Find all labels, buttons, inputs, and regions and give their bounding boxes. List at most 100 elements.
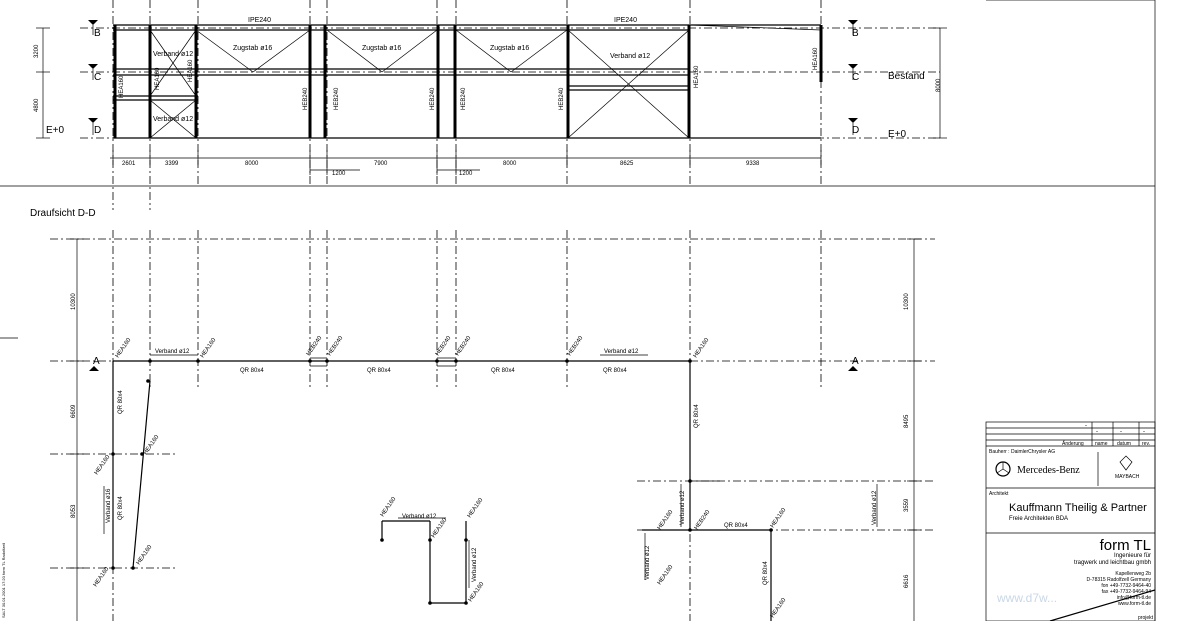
projekt-label: projekt bbox=[1138, 615, 1154, 621]
mercedes-logo-text: Mercedes-Benz bbox=[1017, 465, 1080, 476]
plan-dim: 8053 bbox=[71, 504, 77, 518]
architect-sub: Freie Architekten BDA bbox=[1009, 516, 1068, 522]
member-label: HEA160 bbox=[115, 337, 133, 359]
member-label: Verband ø16 bbox=[106, 488, 112, 523]
member-label: HEB240 bbox=[567, 335, 585, 357]
member-label: HEA160 bbox=[770, 597, 788, 619]
span-dim: 8000 bbox=[503, 161, 517, 167]
plan-dim: 8495 bbox=[904, 414, 910, 428]
engineer-desc: Ingenieure für bbox=[1114, 553, 1151, 559]
member-label: HEA160 bbox=[657, 509, 675, 531]
member-label: QR 80x4 bbox=[763, 561, 769, 585]
beam-label: IPE240 bbox=[614, 17, 637, 24]
qr-label: QR 80x4 bbox=[603, 368, 627, 374]
member-label: QR 80x4 bbox=[724, 523, 748, 529]
qr-label: QR 80x4 bbox=[491, 368, 515, 374]
address-line: info@form-tl.de bbox=[1117, 595, 1151, 601]
level-mark: D bbox=[852, 125, 859, 136]
member-label: HEA160 bbox=[467, 497, 485, 519]
plan-dim: 10300 bbox=[904, 293, 910, 310]
member-label: HEA160 bbox=[200, 337, 218, 359]
column-label: HEA160 bbox=[813, 47, 819, 70]
bay-label: Verband ø12 bbox=[153, 51, 193, 58]
height-dim: 3200 bbox=[34, 44, 40, 58]
watermark: www.d7w... bbox=[996, 591, 1057, 605]
level-mark: D bbox=[94, 125, 101, 136]
plan-dim: 3559 bbox=[904, 498, 910, 512]
revision-header: name bbox=[1095, 441, 1108, 447]
column-label: HEB240 bbox=[303, 87, 309, 110]
member-label: QR 80x4 bbox=[118, 496, 124, 520]
member-label: HEA160 bbox=[93, 566, 111, 588]
member-label: Verband ø12 bbox=[402, 514, 437, 520]
section-mark: A bbox=[93, 356, 100, 367]
revision-dash: - bbox=[1085, 423, 1087, 429]
member-label: Verband ø12 bbox=[680, 490, 686, 525]
member-label: Verband ø12 bbox=[472, 547, 478, 582]
qr-label: QR 80x4 bbox=[367, 368, 391, 374]
revision-dash: - bbox=[1096, 429, 1098, 435]
member-label: HEA160 bbox=[136, 544, 154, 566]
revision-header: Änderung bbox=[1062, 440, 1084, 447]
revision-header: datum bbox=[1117, 441, 1131, 447]
span-dim: 3399 bbox=[165, 161, 179, 167]
member-label: Verband ø12 bbox=[155, 349, 190, 355]
member-label: HEB240 bbox=[694, 509, 712, 531]
revision-dash: - bbox=[1143, 429, 1145, 435]
elevation-view bbox=[36, 0, 947, 210]
bay-label: Zugstab ø16 bbox=[233, 45, 272, 52]
level-mark: B bbox=[852, 28, 859, 39]
address-line: D-78315 Radolfzell Germany bbox=[1087, 577, 1152, 583]
height-dim: 4800 bbox=[34, 98, 40, 112]
member-label: HEA160 bbox=[143, 434, 161, 456]
address-line: fon +49-7732-9464-40 bbox=[1101, 583, 1151, 589]
maybach-logo-text: MAYBACH bbox=[1115, 474, 1140, 480]
column-label: HEA160 bbox=[188, 59, 194, 82]
member-label: HEB240 bbox=[306, 335, 324, 357]
span-dim: 9338 bbox=[746, 161, 760, 167]
beam-label: IPE240 bbox=[248, 17, 271, 24]
client-label: Bauherr : DaimlerChrysler AG bbox=[989, 449, 1055, 455]
column-label: HEA160 bbox=[119, 75, 125, 98]
span-dim: 1200 bbox=[332, 171, 346, 177]
address-line: www.form-tl.de bbox=[1118, 601, 1151, 607]
bay-label: Zugstab ø16 bbox=[362, 45, 401, 52]
member-label: HEB240 bbox=[435, 335, 453, 357]
member-label: HEB240 bbox=[455, 335, 473, 357]
revision-dash: - bbox=[1120, 429, 1122, 435]
architect-name: Kauffmann Theilig & Partner bbox=[1009, 502, 1147, 514]
column-label: HEB240 bbox=[461, 87, 467, 110]
member-label: HEA160 bbox=[657, 564, 675, 586]
span-dim: 1200 bbox=[459, 171, 473, 177]
member-label: Verband ø12 bbox=[645, 545, 651, 580]
plan-dim: 10300 bbox=[71, 293, 77, 310]
plan-title: Draufsicht D-D bbox=[30, 208, 96, 219]
member-label: QR 80x4 bbox=[694, 404, 700, 428]
plan-dim: 6616 bbox=[904, 574, 910, 588]
address-line: fax +49-7732-9464-94 bbox=[1102, 589, 1152, 595]
height-dim: 8000 bbox=[936, 78, 942, 92]
bay-label: Zugstab ø16 bbox=[490, 45, 529, 52]
address-line: Kapellenweg 2b bbox=[1115, 571, 1151, 577]
side-note: SALT 30.01.2001 17:20 form TL Radolfzell bbox=[1, 543, 6, 618]
column-label: HEB240 bbox=[559, 87, 565, 110]
plan-view bbox=[50, 230, 935, 621]
bay-label: Verband ø12 bbox=[610, 53, 650, 60]
span-dim: 8625 bbox=[620, 161, 634, 167]
member-label: QR 80x4 bbox=[118, 390, 124, 414]
span-dim: 8000 bbox=[245, 161, 259, 167]
engineer-name: form TL bbox=[1100, 537, 1151, 554]
member-label: Verband ø12 bbox=[604, 349, 639, 355]
title-block bbox=[985, 421, 1156, 621]
span-dim: 7900 bbox=[374, 161, 388, 167]
member-label: HEA160 bbox=[380, 496, 398, 518]
member-label: HEA160 bbox=[693, 337, 711, 359]
plan-dim: 6609 bbox=[71, 404, 77, 418]
revision-header: rev. bbox=[1142, 441, 1150, 447]
column-label: HEA160 bbox=[694, 65, 700, 88]
section-mark: A bbox=[852, 356, 859, 367]
column-label: HEB240 bbox=[334, 87, 340, 110]
level-mark: B bbox=[94, 28, 101, 39]
